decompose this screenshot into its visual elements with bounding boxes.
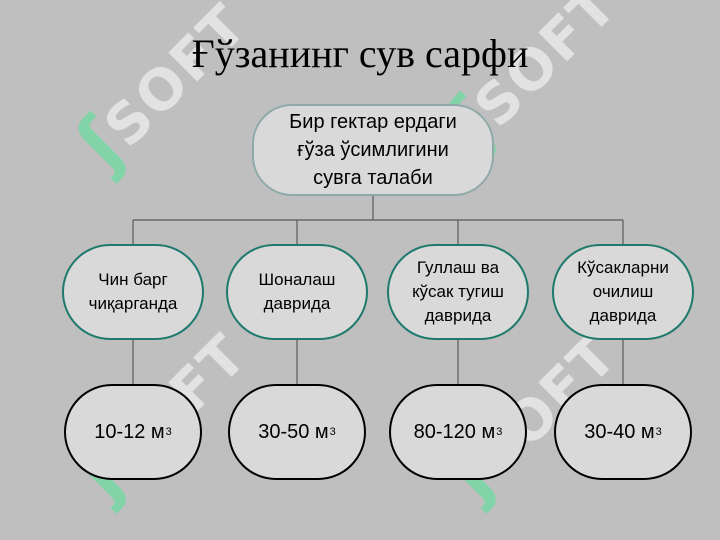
stage-node-4: Кўсакларни очилиш даврида: [552, 244, 694, 340]
stage-node-1: Чин барг чиқарганда: [62, 244, 204, 340]
value-unit-superscript: 3: [329, 426, 336, 438]
value-text: 80-120 м: [413, 420, 496, 443]
value-text: 30-40 м: [584, 420, 655, 443]
value-text: 30-50 м: [258, 420, 329, 443]
value-text: 10-12 м: [94, 420, 165, 443]
stage-node-3: Гуллаш ва кўсак тугиш даврида: [387, 244, 529, 340]
value-unit-superscript: 3: [655, 426, 662, 438]
stage-node-2: Шоналаш даврида: [226, 244, 368, 340]
page-title: Ғўзанинг сув сарфи: [191, 31, 529, 76]
value-unit-superscript: 3: [496, 426, 503, 438]
value-unit-superscript: 3: [165, 426, 172, 438]
root-node: Бир гектар ердаги ғўза ўсимлигини сувга …: [252, 104, 494, 196]
